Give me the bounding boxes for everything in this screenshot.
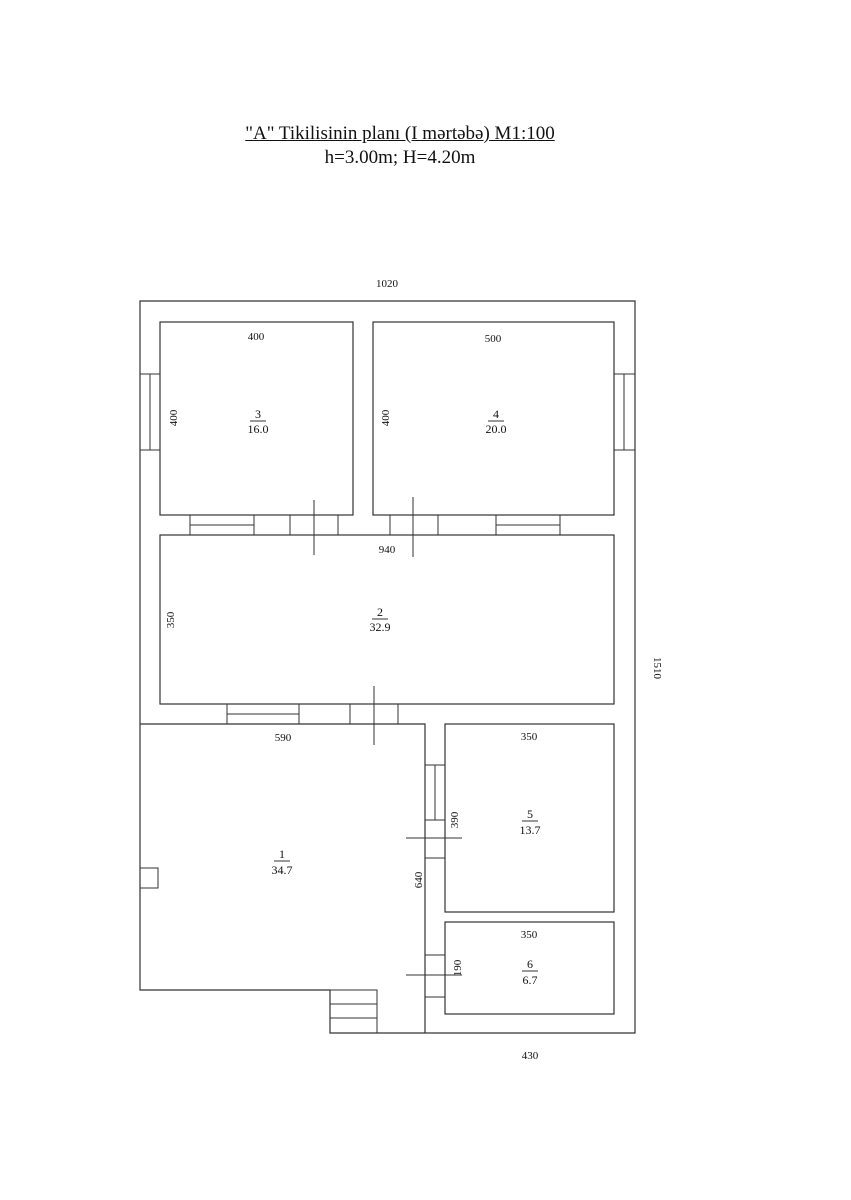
dim-room6-width: 350 <box>521 929 538 941</box>
plan-title-line1: "A" Tikilisinin planı (I mərtəbə) M1:100 <box>245 123 555 144</box>
window-corridor-room1 <box>226 703 300 725</box>
wall-niche <box>139 867 159 889</box>
dim-room5-height: 390 <box>449 811 461 828</box>
room-number: 5 <box>527 807 533 821</box>
window-left-room3 <box>139 373 161 451</box>
dim-overall-width: 1020 <box>376 278 399 290</box>
room-label-1: 1 34.7 <box>272 847 293 877</box>
room-1-outline <box>140 723 426 1033</box>
plan-title: "A" Tikilisinin planı (I mərtəbə) M1:100… <box>0 122 800 170</box>
room-area: 13.7 <box>520 823 541 837</box>
door-corridor-room1 <box>349 686 399 745</box>
room-number: 3 <box>255 407 261 421</box>
door-room5 <box>406 819 462 859</box>
dim-room5-width: 350 <box>521 731 538 743</box>
room-area: 6.7 <box>523 973 538 987</box>
room-area: 20.0 <box>486 422 507 436</box>
window-right-room4 <box>613 373 636 451</box>
dim-room3-height: 400 <box>168 409 180 426</box>
dim-room1-width: 590 <box>275 732 292 744</box>
door-room4 <box>389 497 439 557</box>
room-label-3: 3 16.0 <box>248 407 269 436</box>
dim-overall-height: 1510 <box>651 657 663 680</box>
window-room3-corridor <box>189 514 255 536</box>
room-number: 1 <box>279 847 285 861</box>
plan-title-line2: h=3.00m; H=4.20m <box>324 147 476 168</box>
room-label-6: 6 6.7 <box>522 957 538 987</box>
room-label-4: 4 20.0 <box>486 407 507 436</box>
dim-corridor-width: 940 <box>379 544 396 556</box>
window-room4-corridor <box>495 514 561 536</box>
dim-room4-width: 500 <box>485 333 502 345</box>
dim-room3-width: 400 <box>248 331 265 343</box>
room-number: 6 <box>527 957 533 971</box>
dim-room6-height: 190 <box>452 959 464 976</box>
dim-room1-height: 640 <box>413 871 425 888</box>
door-room6 <box>406 954 462 998</box>
dim-room4-height: 400 <box>380 409 392 426</box>
entrance-steps <box>329 989 378 1034</box>
room-area: 16.0 <box>248 422 269 436</box>
room-area: 32.9 <box>370 620 391 634</box>
room-label-5: 5 13.7 <box>520 807 541 837</box>
dim-bottom-width: 430 <box>522 1050 539 1062</box>
dim-corridor-height: 350 <box>165 611 177 628</box>
door-room3 <box>289 500 339 555</box>
room-number: 4 <box>493 407 499 421</box>
room-area: 34.7 <box>272 863 293 877</box>
window-room5 <box>424 764 446 821</box>
room-label-2: 2 32.9 <box>370 605 391 634</box>
room-number: 2 <box>377 605 383 619</box>
